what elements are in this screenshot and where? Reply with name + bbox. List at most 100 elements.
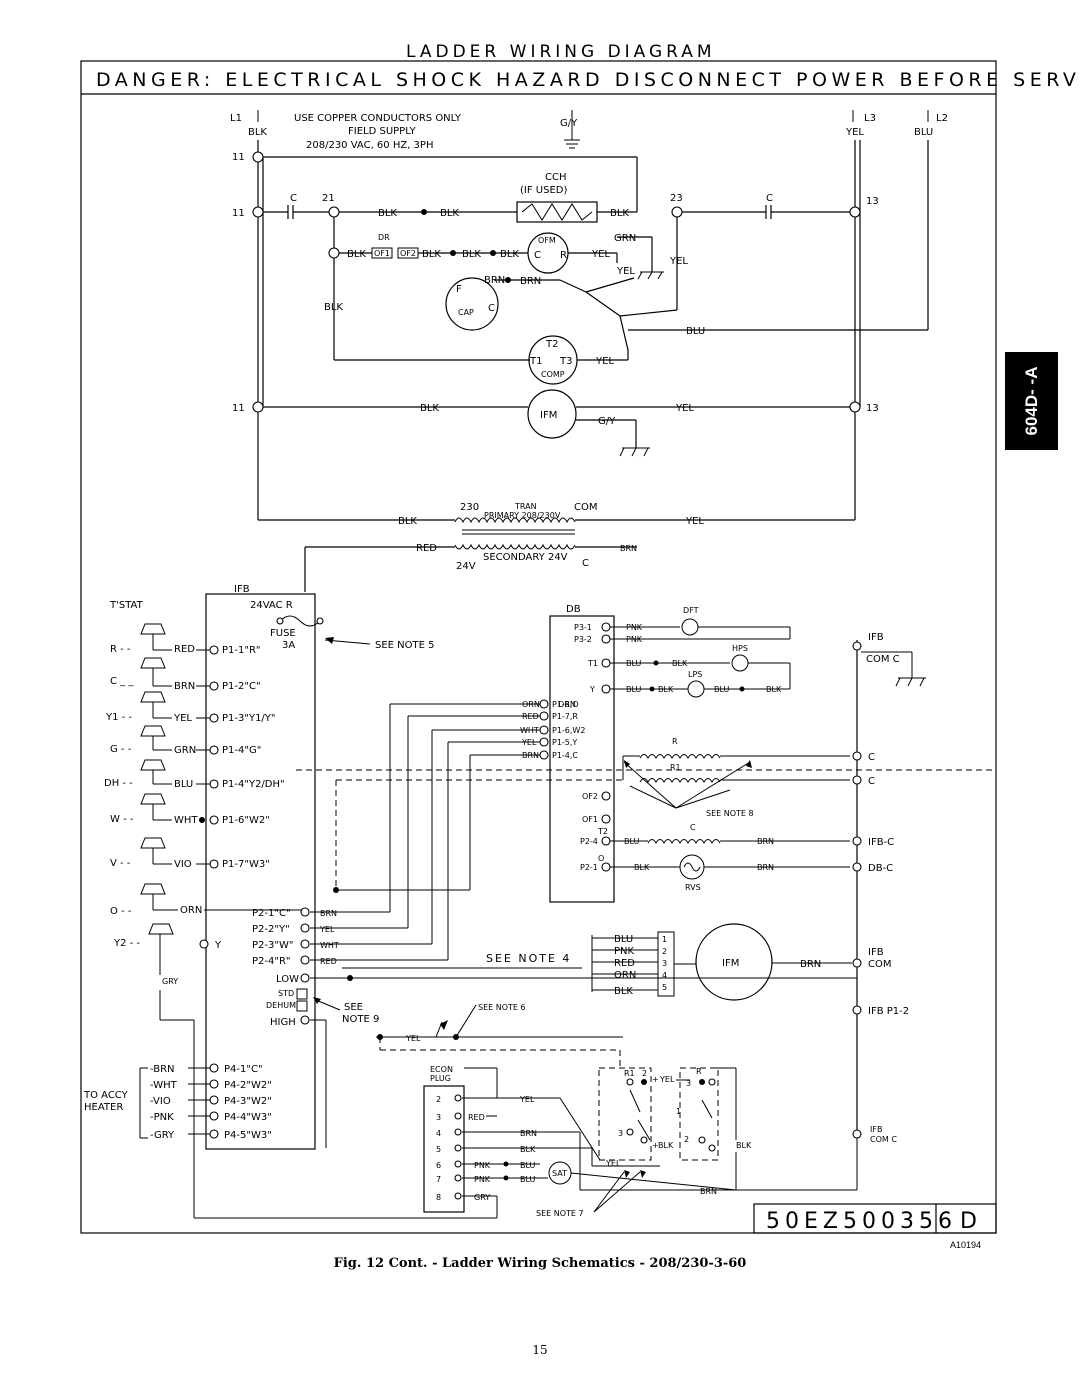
svg-text:CCH: CCH — [545, 172, 566, 183]
svg-text:WHT: WHT — [174, 815, 198, 826]
svg-text:IFB: IFB — [868, 632, 884, 643]
svg-text:F: F — [456, 284, 462, 295]
coils-note-8: R R1 SEE NOTE 8 — [622, 737, 850, 818]
svg-text:11: 11 — [232, 208, 245, 219]
svg-text:SEE: SEE — [344, 1002, 363, 1013]
svg-text:O - -: O - - — [110, 906, 132, 917]
svg-text:LOW: LOW — [276, 974, 299, 985]
svg-text:BLK: BLK — [378, 208, 397, 219]
ifb-to-db-wires: ORN RED WHT YEL BRN — [310, 700, 540, 961]
svg-text:7: 7 — [436, 1175, 441, 1184]
svg-text:C: C — [690, 823, 696, 832]
svg-text:P2-1: P2-1 — [580, 863, 598, 872]
svg-text:BLK: BLK — [324, 302, 343, 313]
svg-text:C: C — [290, 193, 297, 204]
svg-text:YEL: YEL — [519, 1095, 535, 1104]
transformer: BLK 230 TRAN COM PRIMARY 208/230V YEL RE… — [258, 502, 855, 592]
tstat-dh: DH - - BLU P1-4"Y2/DH" — [104, 759, 285, 790]
svg-text:Y: Y — [589, 685, 595, 694]
svg-text:P4-3"W2": P4-3"W2" — [224, 1096, 272, 1107]
svg-text:YEL: YEL — [591, 249, 610, 260]
svg-text:SEE NOTE 7: SEE NOTE 7 — [536, 1209, 584, 1218]
svg-text:BLU: BLU — [626, 659, 642, 668]
svg-text:ECON: ECON — [430, 1065, 453, 1074]
svg-text:P1-7,R: P1-7,R — [552, 712, 578, 721]
svg-text:PNK: PNK — [474, 1161, 491, 1170]
rung-11-top: 11 — [232, 151, 638, 212]
svg-text:2: 2 — [642, 1069, 647, 1078]
svg-text:P4-5"W3": P4-5"W3" — [224, 1130, 272, 1141]
svg-text:ORN: ORN — [522, 700, 540, 709]
svg-text:BRN: BRN — [520, 1129, 537, 1138]
svg-text:R: R — [672, 737, 678, 746]
svg-text:BLK: BLK — [614, 986, 633, 997]
svg-text:P4-4"W3": P4-4"W3" — [224, 1112, 272, 1123]
svg-text:G/Y: G/Y — [598, 416, 616, 427]
svg-text:+: + — [652, 1141, 659, 1150]
svg-text:1: 1 — [676, 1107, 681, 1116]
tstat-w: W - - WHT P1-6"W2" — [110, 793, 270, 826]
svg-text:C: C — [582, 558, 589, 569]
svg-text:BLK: BLK — [766, 685, 782, 694]
diagram-frame — [80, 60, 997, 1234]
svg-text:BLK: BLK — [420, 403, 439, 414]
svg-text:P1-2"C": P1-2"C" — [222, 681, 261, 692]
svg-text:C: C — [488, 303, 495, 314]
svg-text:2: 2 — [662, 947, 667, 956]
svg-text:5: 5 — [436, 1145, 441, 1154]
svg-text:13: 13 — [866, 196, 879, 207]
svg-text:P1-6"W2": P1-6"W2" — [222, 815, 270, 826]
svg-text:C: C — [766, 193, 773, 204]
svg-text:Y1 - -: Y1 - - — [105, 712, 132, 723]
svg-text:YEL: YEL — [521, 738, 537, 747]
svg-text:IFB: IFB — [870, 1125, 882, 1134]
diagram-title: LADDER WIRING DIAGRAM — [406, 42, 716, 62]
svg-text:BLK: BLK — [500, 249, 519, 260]
svg-text:3: 3 — [436, 1113, 441, 1122]
svg-text:BLU: BLU — [626, 685, 642, 694]
svg-text:P1-4"G": P1-4"G" — [222, 745, 261, 756]
svg-text:NOTE 9: NOTE 9 — [342, 1014, 379, 1025]
power-supply-header: L1 BLK USE COPPER CONDUCTORS ONLY FIELD … — [230, 110, 948, 151]
svg-text:L3: L3 — [864, 113, 876, 124]
svg-text:BRN: BRN — [757, 837, 774, 846]
svg-text:-WHT: -WHT — [150, 1080, 178, 1091]
svg-text:23: 23 — [670, 193, 683, 204]
svg-text:T2: T2 — [597, 827, 608, 836]
svg-text:BLK: BLK — [658, 1141, 674, 1150]
svg-text:CAP: CAP — [458, 308, 474, 317]
svg-text:OF2: OF2 — [582, 792, 598, 801]
svg-text:-BRN: -BRN — [150, 1064, 175, 1075]
svg-text:4: 4 — [662, 971, 667, 980]
svg-text:BLU: BLU — [714, 685, 730, 694]
drawing-revision: D — [960, 1209, 977, 1234]
svg-text:YEL: YEL — [616, 266, 635, 277]
svg-text:SECONDARY 24V: SECONDARY 24V — [483, 552, 568, 563]
svg-text:TRAN: TRAN — [514, 502, 537, 511]
svg-text:BLK: BLK — [520, 1145, 536, 1154]
svg-text:COM C: COM C — [866, 654, 900, 665]
svg-text:RVS: RVS — [685, 883, 701, 892]
svg-text:SEE NOTE 8: SEE NOTE 8 — [706, 809, 754, 818]
ifm-connector: BLU PNK RED ORN BLK 1 2 3 4 5 IFM BRN SE… — [342, 923, 852, 1001]
svg-text:YEL: YEL — [845, 127, 864, 138]
svg-text:COM: COM — [868, 959, 891, 970]
svg-text:P1-6,W2: P1-6,W2 — [552, 726, 585, 735]
svg-text:P1-4,C: P1-4,C — [552, 751, 578, 760]
svg-text:3A: 3A — [282, 640, 295, 651]
svg-text:4: 4 — [436, 1129, 441, 1138]
svg-text:BLK: BLK — [440, 208, 459, 219]
svg-text:SAT: SAT — [552, 1169, 567, 1178]
svg-text:PNK: PNK — [626, 623, 643, 632]
svg-text:P2-4"R": P2-4"R" — [252, 956, 291, 967]
thermostat-section: T'STAT R - - RED P1-1"R" C _ _ BRN P1-2"… — [104, 600, 497, 1219]
svg-text:BRN: BRN — [522, 751, 539, 760]
svg-text:P4-2"W2": P4-2"W2" — [224, 1080, 272, 1091]
svg-text:C: C — [534, 250, 541, 261]
svg-text:21: 21 — [322, 193, 335, 204]
svg-text:BLU: BLU — [686, 326, 705, 337]
svg-text:RED: RED — [320, 957, 337, 966]
svg-text:DH - -: DH - - — [104, 778, 133, 789]
tstat-r: R - - RED P1-1"R" — [110, 623, 261, 656]
svg-text:R - -: R - - — [110, 644, 131, 655]
